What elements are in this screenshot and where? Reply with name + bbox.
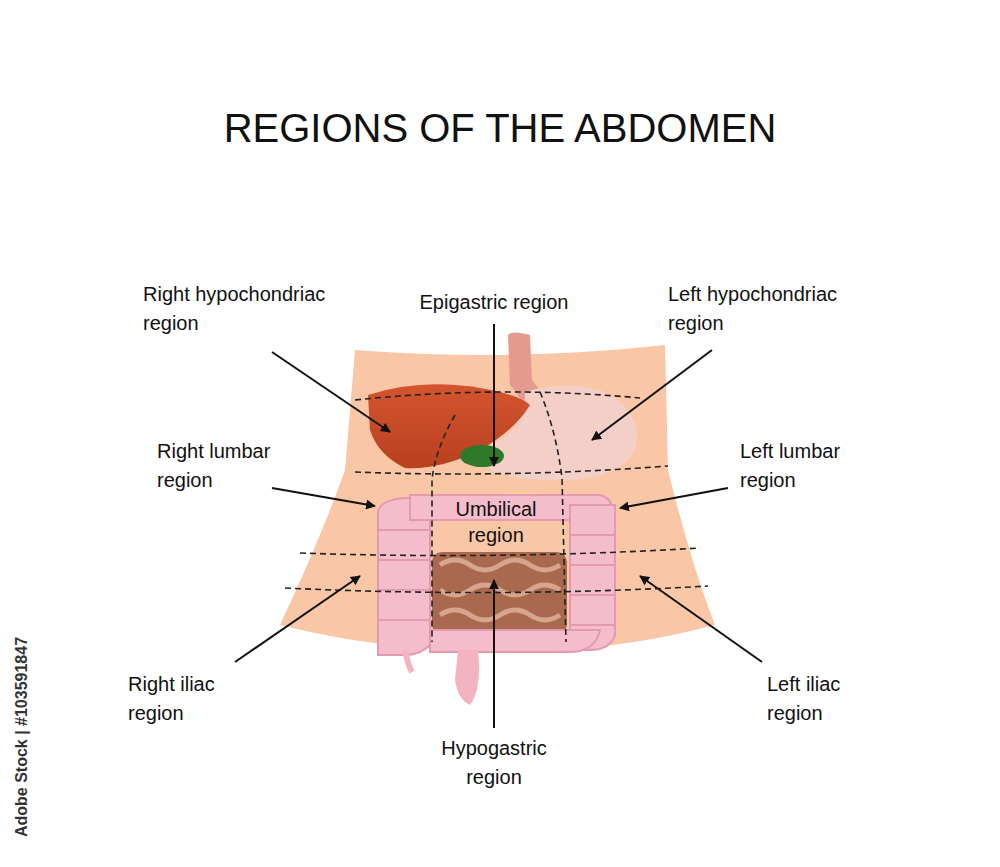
diagram-title: REGIONS OF THE ABDOMEN xyxy=(0,103,1000,153)
region-label: Right hypochondriac region xyxy=(143,280,348,338)
region-label: Left lumbar region xyxy=(740,437,880,495)
region-label: Left hypochondriac region xyxy=(668,280,873,338)
region-label: Left iliac region xyxy=(767,670,877,728)
region-label: Right lumbar region xyxy=(157,437,297,495)
region-label: Umbilical region xyxy=(431,496,561,548)
region-label: Right iliac region xyxy=(128,670,238,728)
region-label: Hypogastric region xyxy=(424,734,564,792)
watermark: Adobe Stock | #103591847 xyxy=(12,625,32,849)
region-label: Epigastric region xyxy=(394,288,594,317)
